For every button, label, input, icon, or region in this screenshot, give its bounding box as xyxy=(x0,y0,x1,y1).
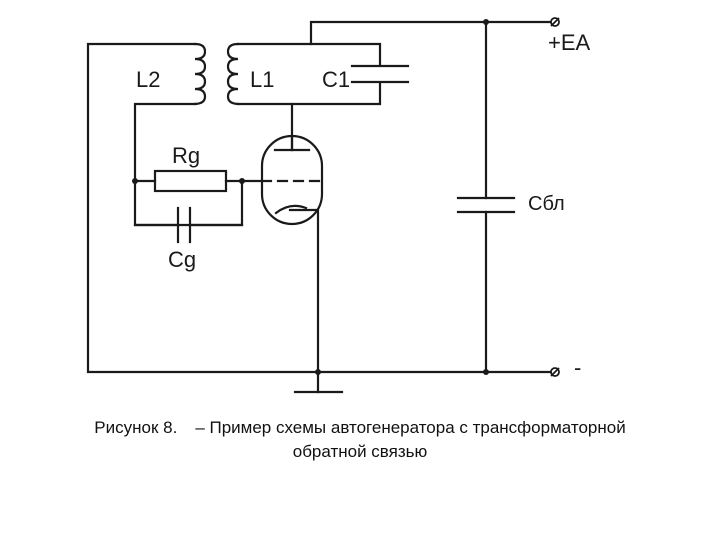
inductor-l2 xyxy=(193,42,207,106)
capacitor-cbl xyxy=(456,196,516,214)
label-l1: L1 xyxy=(250,67,274,92)
label-minus: - xyxy=(574,355,581,380)
capacitor-cg xyxy=(133,206,244,244)
junction-dots xyxy=(132,19,489,375)
vacuum-tube-triode xyxy=(260,134,324,226)
label-rg: Rg xyxy=(172,143,200,168)
caption-number: Рисунок 8. xyxy=(94,418,178,437)
terminal-plus xyxy=(550,17,560,27)
caption-line-2: обратной связью xyxy=(292,442,428,461)
terminal-minus xyxy=(550,367,560,377)
caption-text-1: – Пример схемы автогенератора с трансфор… xyxy=(195,418,626,437)
circuit-diagram: L2 L1 C1 Rg Cg Cбл +EA - xyxy=(86,17,591,394)
figure-caption: Рисунок 8. – Пример схемы автогенератора … xyxy=(0,416,720,464)
label-c1: C1 xyxy=(322,67,350,92)
label-cbl: Cбл xyxy=(528,193,565,215)
label-cg: Cg xyxy=(168,247,196,272)
label-l2: L2 xyxy=(136,67,160,92)
resistor-rg xyxy=(153,169,228,193)
label-ea: +EA xyxy=(548,30,591,55)
caption-line-1: Рисунок 8. – Пример схемы автогенератора … xyxy=(0,416,720,440)
inductor-l1 xyxy=(226,42,240,106)
capacitor-c1 xyxy=(350,64,410,84)
